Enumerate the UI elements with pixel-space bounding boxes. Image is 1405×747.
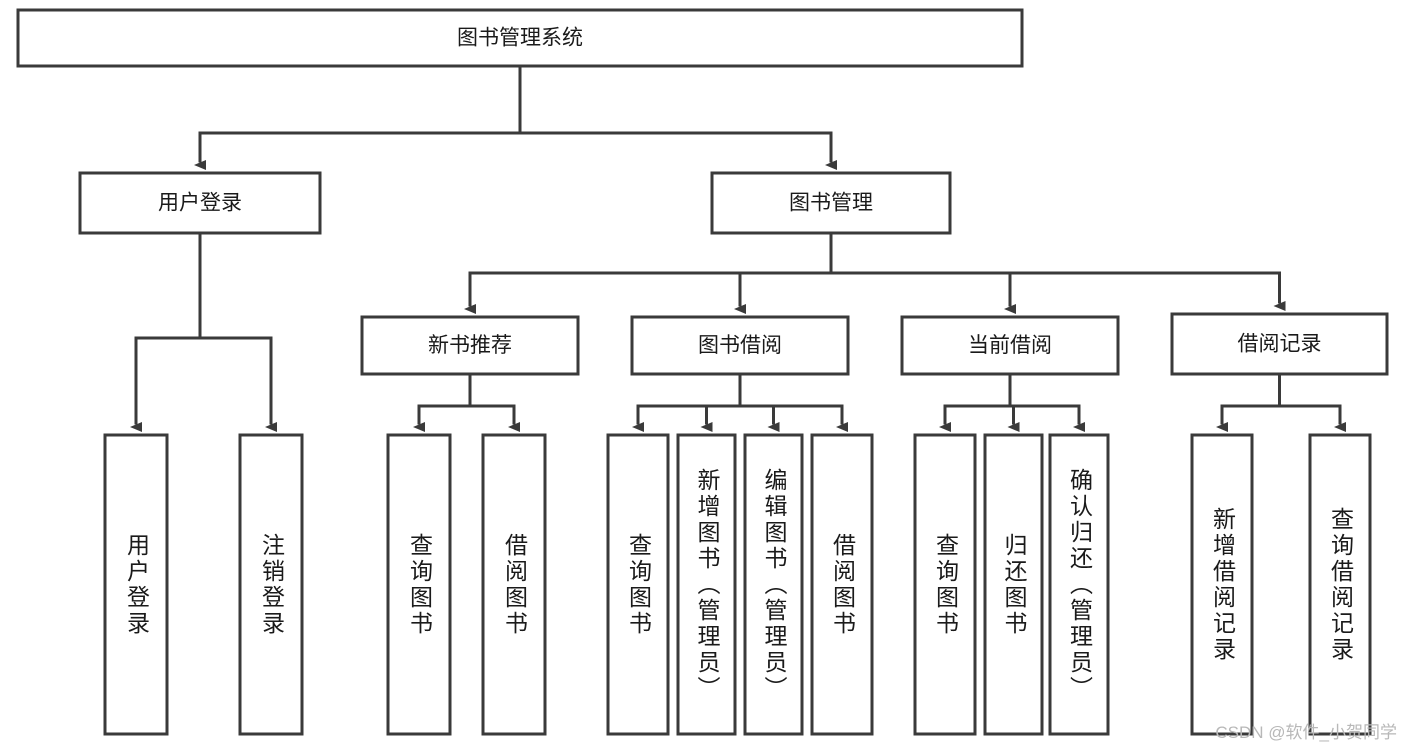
node-box-level2-1[interactable]: [710, 171, 952, 235]
node-label-level3-1: 图书借阅: [698, 334, 782, 357]
leaf-box-10[interactable]: [1048, 433, 1110, 736]
node-label-level3-0: 新书推荐: [428, 334, 512, 357]
leaf-box-3[interactable]: [481, 433, 547, 736]
leaf-box-9[interactable]: [983, 433, 1044, 736]
node-box-level3-1[interactable]: [630, 315, 850, 376]
leaf-box-8[interactable]: [913, 433, 977, 736]
node-box-level3-3[interactable]: [1170, 312, 1389, 376]
node-box-layer: [16, 8, 1389, 736]
node-label-level3-2: 当前借阅: [968, 334, 1052, 357]
node-box-level3-2[interactable]: [900, 315, 1120, 376]
leaf-box-12[interactable]: [1308, 433, 1372, 736]
node-box-level3-0[interactable]: [360, 315, 580, 376]
leaf-box-4[interactable]: [606, 433, 670, 736]
leaf-box-0[interactable]: [103, 433, 169, 736]
node-label-level2-0: 用户登录: [158, 192, 242, 215]
leaf-box-7[interactable]: [810, 433, 874, 736]
node-label-level3-3: 借阅记录: [1238, 333, 1322, 356]
leaf-box-1[interactable]: [238, 433, 304, 736]
node-label-level2-1: 图书管理: [789, 192, 873, 215]
leaf-box-5[interactable]: [676, 433, 737, 736]
node-box-level2-0[interactable]: [78, 171, 322, 235]
leaf-box-6[interactable]: [743, 433, 804, 736]
node-label-root: 图书管理系统: [457, 27, 583, 50]
watermark-text: CSDN @软件_小贺同学: [1215, 723, 1397, 742]
leaf-box-2[interactable]: [386, 433, 452, 736]
node-box-root[interactable]: [16, 8, 1024, 68]
leaf-box-11[interactable]: [1190, 433, 1254, 736]
connector-layer: [130, 64, 1346, 432]
